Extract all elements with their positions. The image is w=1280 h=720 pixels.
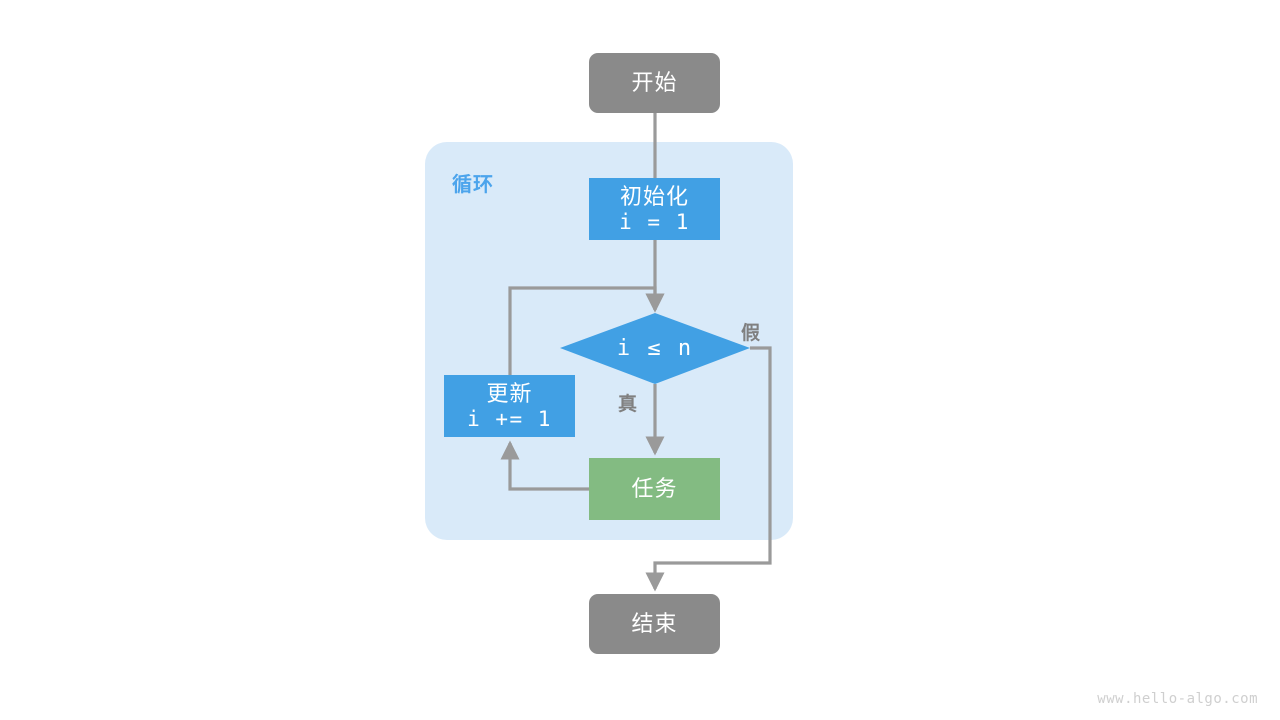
edge-task-to-update	[500, 440, 589, 491]
end-node[interactable]: 结束	[589, 594, 720, 654]
end-node-label: 结束	[631, 611, 678, 637]
task-node-title: 任务	[631, 476, 678, 502]
edge-decision-false-to-end	[645, 346, 772, 592]
branch-label-false: 假	[741, 323, 761, 344]
loop-group-label: 循环	[452, 174, 494, 196]
init-node-title: 初始化	[619, 183, 689, 209]
update-node[interactable]: 更新 i += 1	[444, 375, 575, 437]
edge-update-to-decision	[508, 286, 665, 375]
init-node-code: i = 1	[619, 209, 690, 234]
decision-node-label: i ≤ n	[616, 335, 694, 361]
decision-diamond	[560, 313, 750, 384]
init-node[interactable]: 初始化 i = 1	[589, 178, 720, 240]
update-node-code: i += 1	[467, 406, 552, 431]
branch-label-true: 真	[618, 394, 638, 415]
watermark: www.hello-algo.com	[1097, 691, 1258, 707]
task-node[interactable]: 任务	[589, 458, 720, 520]
start-node-label: 开始	[631, 70, 678, 96]
update-node-title: 更新	[486, 380, 533, 406]
start-node[interactable]: 开始	[589, 53, 720, 113]
